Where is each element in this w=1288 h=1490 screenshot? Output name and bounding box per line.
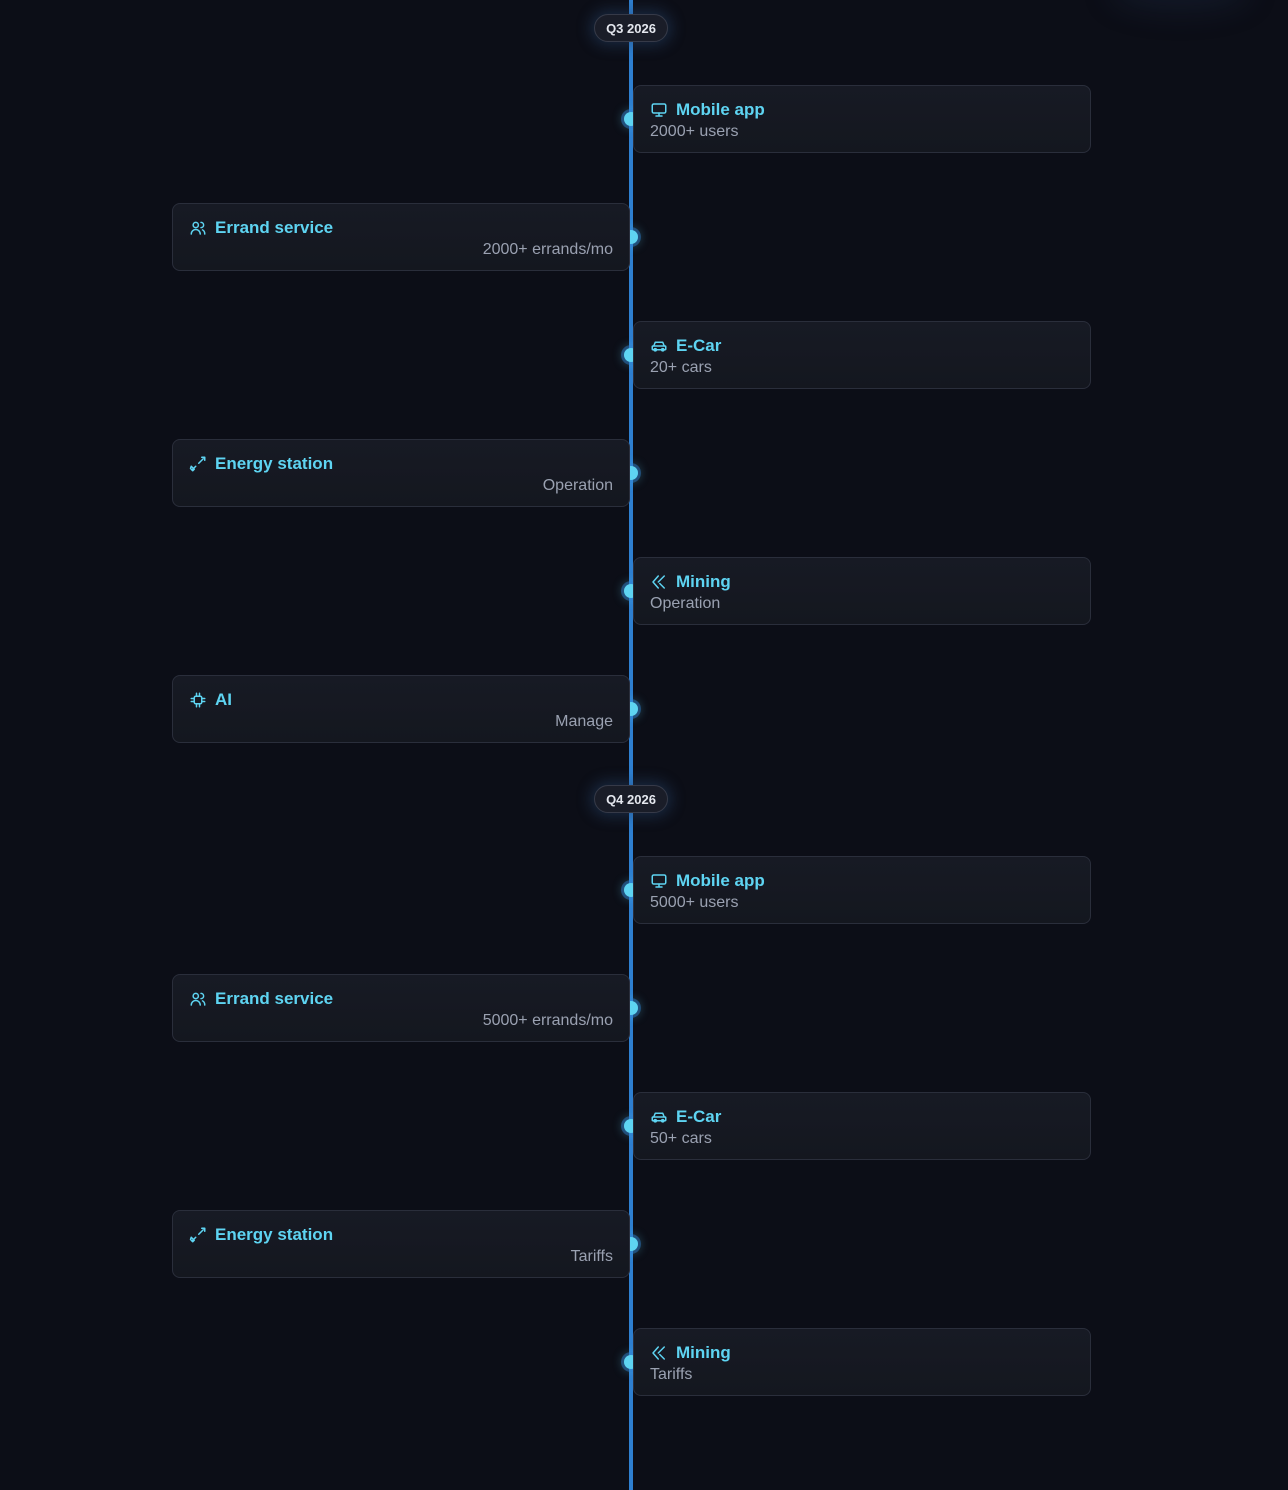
mining-icon: [652, 1346, 665, 1360]
car-icon: [651, 1112, 667, 1123]
quarter-badge: Q3 2026: [594, 14, 668, 42]
users-icon: [190, 992, 206, 1006]
charger-icon: [189, 1227, 206, 1243]
milestone-card-mining: Mining Tariffs: [633, 1328, 1091, 1396]
milestone-subtitle: Tariffs: [650, 1366, 693, 1383]
milestone-title: Errand service: [215, 218, 334, 237]
quarter-badge: Q4 2026: [594, 785, 668, 813]
chip-icon: [190, 692, 206, 708]
milestone-subtitle: 5000+ errands/mo: [482, 1012, 613, 1029]
milestone-title: AI: [215, 690, 232, 709]
milestone-card-errand-service: Errand service 5000+ errands/mo: [172, 974, 630, 1042]
milestone-card-energy-station: Energy station Tariffs: [172, 1210, 630, 1278]
monitor-icon: [651, 874, 667, 888]
milestone-card-energy-station: Energy station Operation: [172, 439, 630, 507]
milestone-subtitle: Operation: [650, 595, 721, 612]
monitor-icon: [651, 103, 667, 117]
milestone-card-mobile-app: Mobile app 2000+ users: [633, 85, 1091, 153]
mining-icon: [652, 575, 665, 589]
charger-icon: [189, 456, 206, 472]
milestone-title: Mining: [676, 572, 731, 591]
milestone-title: Mobile app: [676, 871, 765, 890]
users-icon: [190, 221, 206, 235]
milestone-subtitle: 2000+ users: [650, 123, 739, 140]
milestone-title: E-Car: [676, 1107, 722, 1126]
milestone-subtitle: 20+ cars: [650, 359, 712, 376]
milestone-title: Errand service: [215, 989, 334, 1008]
milestone-title: E-Car: [676, 336, 722, 355]
milestone-title: Mobile app: [676, 100, 765, 119]
milestone-title: Energy station: [215, 1225, 334, 1244]
milestone-card-mobile-app: Mobile app 5000+ users: [633, 856, 1091, 924]
milestone-card-mining: Mining Operation: [633, 557, 1091, 625]
milestone-subtitle: Operation: [542, 477, 613, 494]
milestone-subtitle: 2000+ errands/mo: [482, 241, 613, 258]
timeline-line: [629, 0, 633, 1490]
milestone-title: Energy station: [215, 454, 334, 473]
milestone-subtitle: Tariffs: [570, 1248, 613, 1265]
milestone-card-e-car: E-Car 50+ cars: [633, 1092, 1091, 1160]
milestone-title: Mining: [676, 1343, 731, 1362]
milestone-subtitle: 50+ cars: [650, 1130, 712, 1147]
milestone-subtitle: 5000+ users: [650, 894, 739, 911]
car-icon: [651, 341, 667, 352]
milestone-card-ai: AI Manage: [172, 675, 630, 743]
milestone-card-e-car: E-Car 20+ cars: [633, 321, 1091, 389]
milestone-card-errand-service: Errand service 2000+ errands/mo: [172, 203, 630, 271]
milestone-subtitle: Manage: [555, 713, 613, 730]
